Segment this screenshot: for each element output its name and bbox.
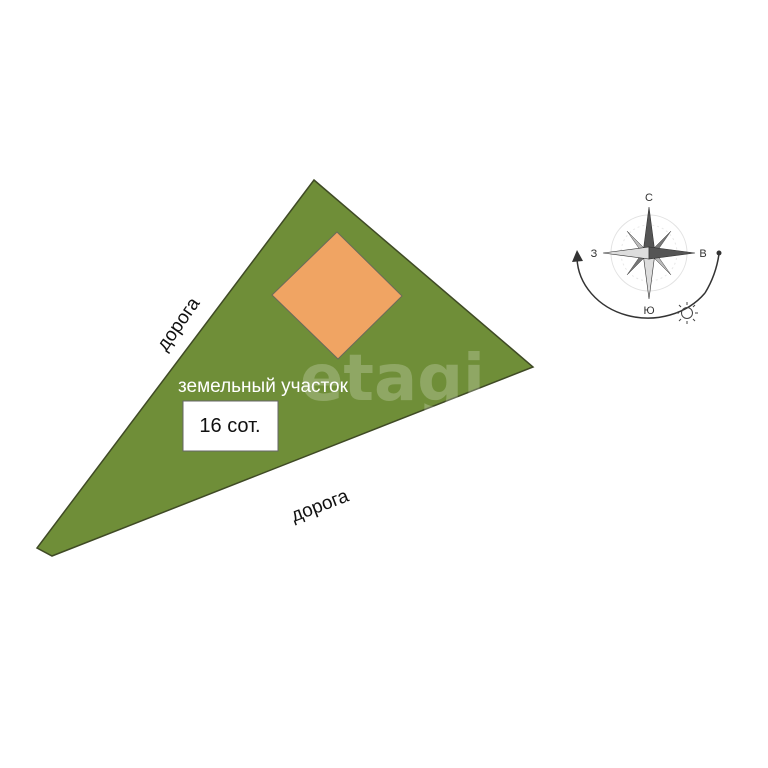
sun-icon — [676, 302, 698, 324]
area-value: 16 сот. — [199, 415, 260, 437]
compass-west-label: З — [591, 248, 598, 260]
compass-east-label: В — [699, 248, 706, 260]
compass-north-point — [642, 206, 656, 254]
compass-west-point — [602, 246, 650, 260]
compass: С Ю З В — [572, 192, 722, 324]
arc-end-dot-icon — [716, 250, 722, 256]
compass-north-label: С — [645, 192, 653, 204]
land-plot — [35, 178, 535, 557]
arc-arrowhead-icon — [572, 250, 583, 262]
sun-path-arc-icon — [576, 257, 706, 319]
compass-south-point — [642, 252, 656, 300]
watermark: etagi — [300, 342, 485, 416]
road-label-bottom: дорога — [288, 485, 352, 526]
compass-east-point — [648, 246, 696, 260]
compass-south-label: Ю — [643, 305, 654, 317]
plot-label: земельный участок — [178, 376, 349, 397]
area-box — [182, 400, 279, 452]
house-footprint — [271, 231, 403, 360]
